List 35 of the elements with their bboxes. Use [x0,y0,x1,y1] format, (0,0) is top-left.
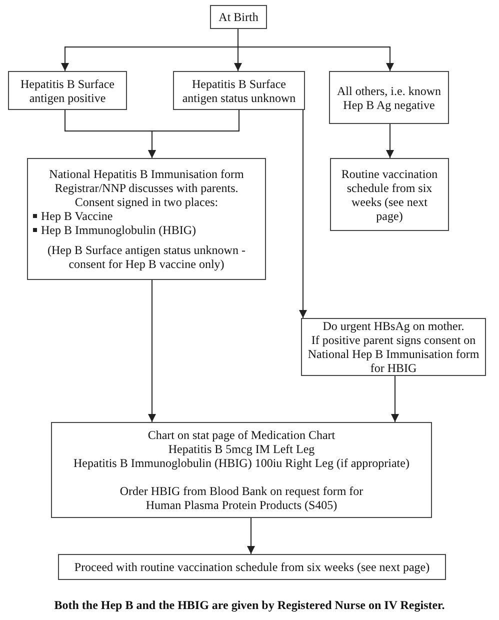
list-item-text: Hep B Vaccine [41,209,113,223]
box-text: Hepatitis B Immunoglobulin (HBIG) 100iu Right Leg (if appropriate) [74,456,410,470]
box-text: Routine vaccination schedule from six weeks (see next page) [340,166,439,222]
arrow [299,110,307,318]
box-text: Hepatitis B 5mcg IM Left Leg [168,442,315,456]
box-text: Do urgent HBsAg on mother. [322,319,464,333]
box-text: If positive parent signs consent on National Hep B Immunisation form for HBIG [306,333,480,375]
box-text: Chart on stat page of Medication Chart [148,428,336,442]
box-text: Hepatitis B Surface antigen positive [20,76,116,104]
box-text: At Birth [218,10,258,24]
box-text: All others, i.e. known Hep B Ag negative [336,84,442,112]
arrow [148,110,240,158]
process-box [330,158,449,231]
arrow [247,518,255,554]
arrow [148,280,156,422]
caption: Both the Hep B and the HBIG are given by Registered Nurse on IV Register. [54,598,445,612]
box-text: Proceed with routine vaccination schedule from six weeks (see next page) [74,560,430,574]
box-text: Hepatitis B Surface antigen status unknown [181,76,297,104]
box-text: (Hep B Surface antigen status unknown - consent for Hep B vaccine only) [46,243,246,271]
process-box [173,71,305,110]
box-text: National Hepatitis B Immunisation form [49,167,244,181]
start-box [210,5,267,29]
arrow [391,376,399,422]
list-item-text: Hep B Immunoglobulin (HBIG) [41,223,196,237]
box-text: Registrar/NNP discusses with parents. [54,181,238,195]
box-text: Order HBIG from Blood Bank on request form for Human Plasma Protein Products (S405) [118,484,364,512]
process-box [301,318,486,376]
arrow [386,124,394,158]
process-box [8,71,127,110]
process-box [329,71,449,124]
process-box [58,554,446,580]
process-box [51,422,432,518]
box-text: Consent signed in two places: [74,195,218,209]
process-box [27,158,266,280]
arrow [238,28,394,72]
